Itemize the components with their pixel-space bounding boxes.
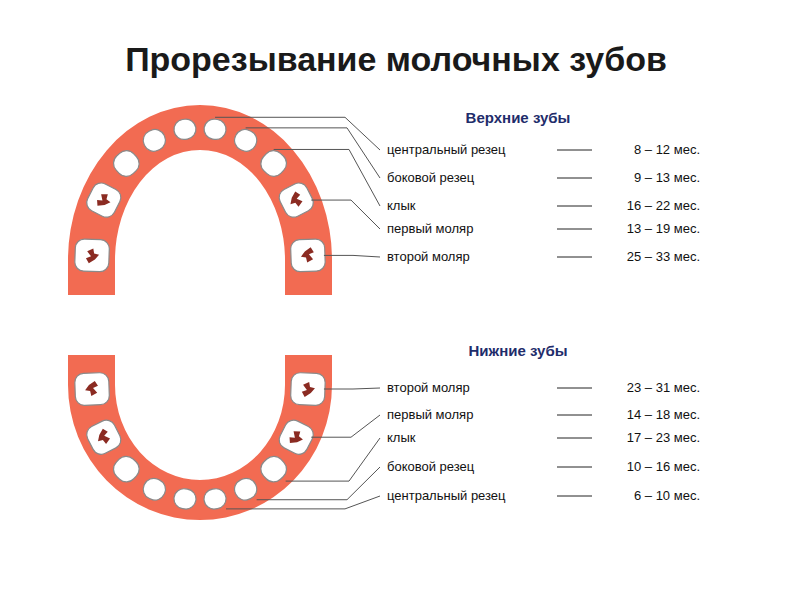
dash xyxy=(557,388,592,389)
tooth-name: первый моляр xyxy=(387,222,473,236)
eruption-time: 10 – 16 мес. xyxy=(627,460,700,474)
eruption-time: 16 – 22 мес. xyxy=(627,199,700,213)
tooth xyxy=(257,147,291,181)
dash xyxy=(557,229,592,230)
tooth xyxy=(203,487,228,510)
dash xyxy=(557,467,592,468)
tooth xyxy=(84,417,124,457)
dash xyxy=(557,415,592,416)
leader-line xyxy=(311,200,380,229)
eruption-time: 13 – 19 мес. xyxy=(627,222,700,236)
tooth-name: боковой резец xyxy=(387,460,474,474)
tooth xyxy=(109,452,143,486)
upper-gum xyxy=(68,105,332,295)
eruption-time: 17 – 23 мес. xyxy=(627,431,700,445)
lower-gum xyxy=(68,355,332,520)
tooth-name: второй моляр xyxy=(387,381,470,395)
leader-line xyxy=(257,467,380,500)
tooth xyxy=(140,475,169,503)
tooth xyxy=(203,118,228,141)
tooth xyxy=(290,372,325,405)
tooth xyxy=(257,452,291,486)
tooth xyxy=(231,475,260,503)
eruption-time: 23 – 31 мес. xyxy=(627,381,700,395)
eruption-time: 9 – 13 мес. xyxy=(634,171,700,185)
eruption-time: 14 – 18 мес. xyxy=(627,408,700,422)
dash xyxy=(557,496,592,497)
dash xyxy=(557,257,592,258)
leader-line xyxy=(274,149,380,206)
tooth xyxy=(290,239,325,272)
tooth xyxy=(276,180,316,220)
tooth-name: клык xyxy=(387,431,415,445)
tooth xyxy=(75,372,110,405)
tooth xyxy=(84,180,124,220)
dash xyxy=(557,150,592,151)
eruption-time: 6 – 10 мес. xyxy=(634,489,700,503)
dash xyxy=(557,438,592,439)
title: Прорезывание молочных зубов xyxy=(125,41,667,78)
tooth xyxy=(231,126,260,154)
leader-line xyxy=(324,255,380,257)
leader-line xyxy=(215,117,380,150)
leader-line xyxy=(311,415,380,437)
tooth xyxy=(173,118,198,141)
tooth xyxy=(109,147,143,181)
tooth xyxy=(140,126,169,154)
leader-line xyxy=(286,438,380,481)
tooth-name: клык xyxy=(387,199,415,213)
tooth-name: центральный резец xyxy=(387,489,506,503)
tooth-name: первый моляр xyxy=(387,408,473,422)
tooth xyxy=(75,239,110,272)
tooth xyxy=(173,487,198,510)
tooth xyxy=(276,417,316,457)
tooth-name: второй моляр xyxy=(387,250,470,264)
eruption-time: 25 – 33 мес. xyxy=(627,250,700,264)
tooth-name: центральный резец xyxy=(387,143,506,157)
leader-line xyxy=(324,388,380,389)
dash xyxy=(557,206,592,207)
jaw-heading: Верхние зубы xyxy=(466,110,571,127)
tooth-name: боковой резец xyxy=(387,171,474,185)
eruption-time: 8 – 12 мес. xyxy=(634,143,700,157)
leader-line xyxy=(226,496,380,509)
leader-line xyxy=(246,128,380,178)
jaw-heading: Нижние зубы xyxy=(469,343,568,360)
dash xyxy=(557,178,592,179)
